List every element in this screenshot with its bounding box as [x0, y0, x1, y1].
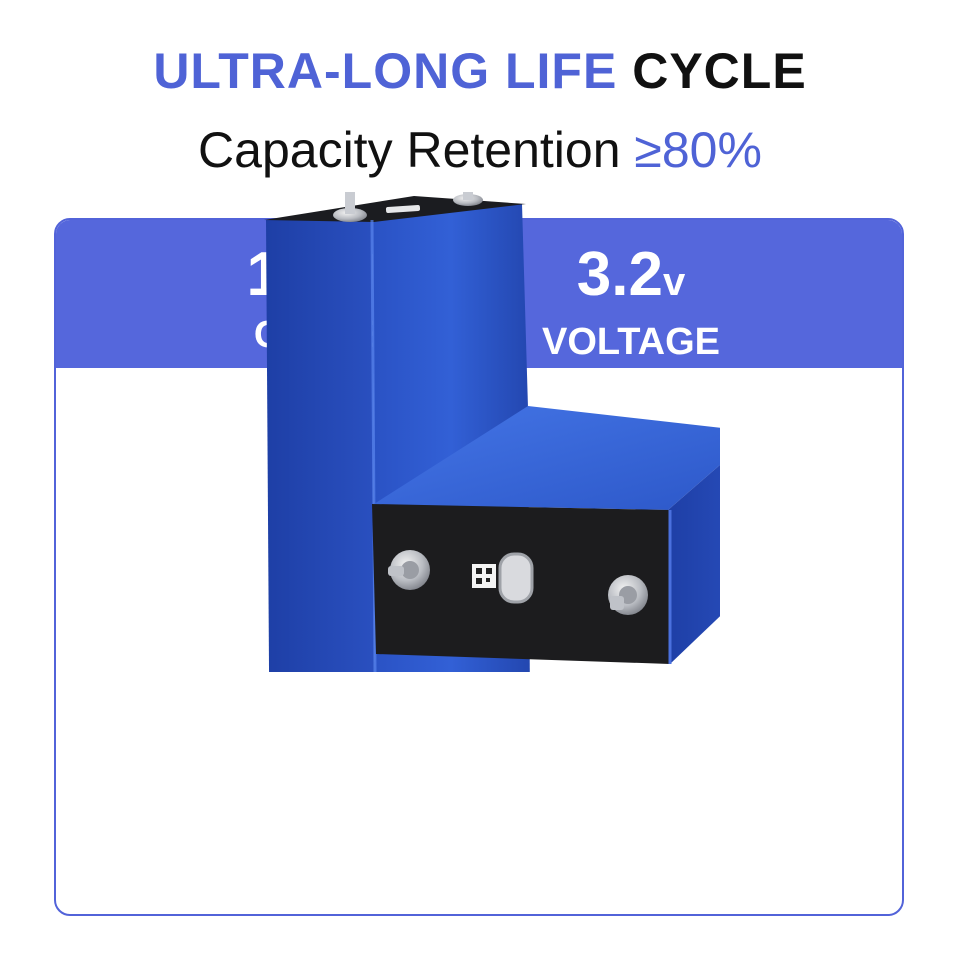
voltage-label: VOLTAGE — [541, 321, 721, 363]
capacity-retention-label: Capacity Retention — [198, 122, 621, 178]
battery-cells-image — [264, 192, 720, 672]
headline-black-part: CYCLE — [632, 43, 807, 99]
lying-cell — [372, 406, 720, 664]
capacity-retention-value: ≥80% — [634, 122, 762, 178]
headline-blue-part: ULTRA-LONG LIFE — [153, 43, 618, 99]
voltage-stat: 3.2v VOLTAGE — [506, 240, 756, 365]
headline: ULTRA-LONG LIFE CYCLE — [0, 40, 960, 102]
voltage-value-line: 3.2v — [506, 240, 756, 317]
voltage-unit: v — [662, 260, 686, 304]
voltage-value: 3.2 — [576, 240, 663, 309]
capacity-retention-line: Capacity Retention ≥80% — [0, 120, 960, 180]
